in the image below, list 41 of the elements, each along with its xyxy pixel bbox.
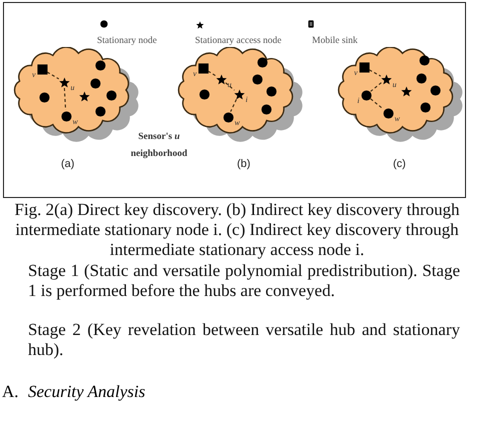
list-item-text: Stage 1 (Static and versatile polynomial predistribution). Stage 1 is performed before the hubs are conveyed. bbox=[28, 261, 460, 300]
sensor-dot bbox=[418, 54, 430, 66]
access-node-star bbox=[400, 86, 412, 96]
sensor-dot bbox=[94, 106, 106, 116]
section-heading: Security Analysis bbox=[28, 382, 146, 402]
dashed-link bbox=[64, 88, 66, 110]
dashed-link bbox=[370, 98, 384, 110]
sensor-dot bbox=[420, 102, 430, 112]
sensor-dot bbox=[260, 104, 272, 114]
labeled-sensor-node: w bbox=[222, 112, 240, 126]
dashed-link bbox=[230, 99, 237, 112]
legend-text: Stationary node bbox=[97, 36, 157, 46]
list-item-text: Stage 2 (Key revelation between versatile hub and stationary hub). bbox=[28, 320, 460, 359]
sensor-dot bbox=[256, 56, 268, 68]
dashed-link bbox=[370, 82, 382, 92]
panel-label: (c) bbox=[393, 158, 407, 170]
sensor-dot bbox=[106, 90, 116, 100]
sensor-dot bbox=[430, 84, 440, 96]
dashed-link bbox=[225, 82, 235, 91]
labeled-sensor-node: u bbox=[380, 74, 396, 88]
labeled-sensor-node: u bbox=[58, 76, 74, 92]
labeled-sensor-node: w bbox=[382, 108, 400, 122]
legend-text: Stationary access node bbox=[195, 36, 282, 46]
panel-label: (b) bbox=[237, 158, 252, 170]
section-number: A. bbox=[2, 382, 20, 402]
figure-caption: Fig. 2(a) Direct key discovery. (b) Indirect key discovery through intermediate stationary node i. (c) Indirect key discovery through intermediate stationary access node i. bbox=[13, 200, 460, 260]
sensor-dot bbox=[416, 72, 426, 84]
access-node-star bbox=[78, 90, 90, 102]
dashed-link bbox=[369, 69, 381, 77]
figure-annotation: Sensor's u neighborhood bbox=[130, 131, 188, 161]
dashed-link bbox=[46, 72, 60, 80]
sensor-dot bbox=[90, 78, 100, 88]
dashed-link bbox=[208, 70, 216, 76]
sensor-dot bbox=[252, 74, 262, 84]
sensor-dot bbox=[38, 92, 50, 102]
sensor-dot bbox=[266, 86, 276, 96]
legend-text: Mobile sink bbox=[312, 36, 358, 46]
sensor-dot bbox=[198, 88, 210, 100]
panel-label: (a) bbox=[61, 158, 76, 170]
sensor-dot bbox=[94, 60, 106, 70]
labeled-sensor-node: w bbox=[60, 110, 78, 126]
